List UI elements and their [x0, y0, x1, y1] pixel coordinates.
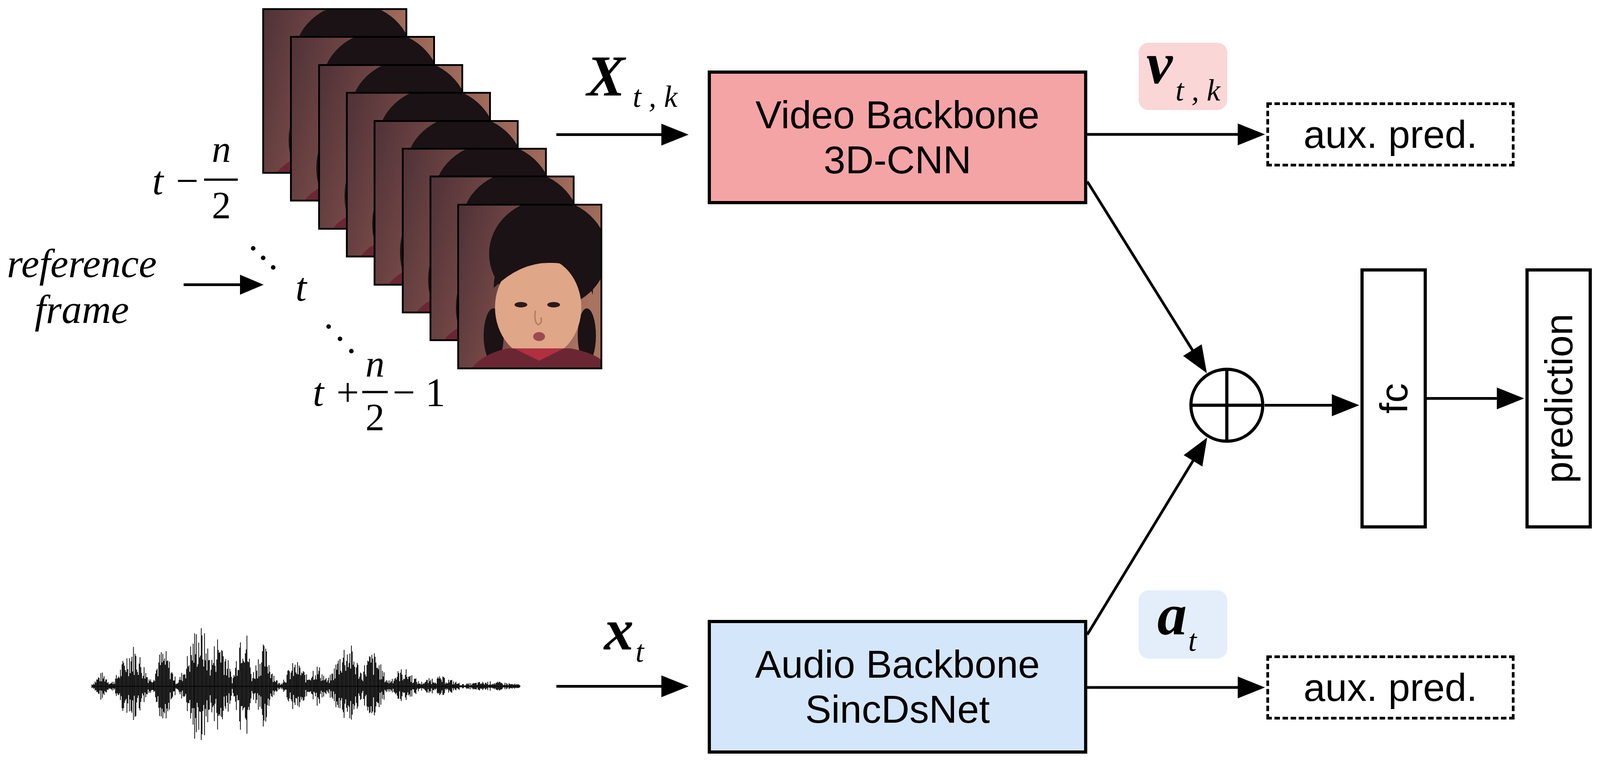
arrow-head	[661, 123, 689, 146]
arrow-head	[1331, 394, 1360, 416]
connector-line	[1264, 403, 1338, 407]
arrow-head	[1183, 344, 1207, 374]
arrow-head	[1331, 394, 1360, 416]
arrow-head	[1237, 123, 1265, 146]
fc-layer-box: fc	[1360, 268, 1427, 529]
connector-line	[1426, 396, 1503, 400]
aux-prediction-box: aux. pred.	[1266, 102, 1515, 167]
node-label: prediction	[1536, 313, 1582, 484]
math-symbol: t −	[152, 160, 201, 201]
math-symbol: n	[211, 130, 231, 169]
fraction-bar	[362, 390, 388, 394]
audio-waveform	[91, 627, 521, 740]
math-symbol: t , k	[1175, 75, 1221, 106]
connector-arrow	[1087, 394, 1360, 635]
input-arrow	[556, 675, 689, 697]
dot	[260, 255, 266, 260]
video-backbone-box: Video Backbone 3D-CNN	[707, 70, 1088, 205]
fraction-bar	[204, 178, 238, 181]
math-symbol: 2	[211, 186, 231, 225]
reference-arrow	[183, 274, 264, 295]
arrow-head	[1496, 387, 1525, 410]
math-symbol: 2	[365, 398, 385, 437]
math-symbol: X	[586, 47, 625, 105]
arrow-line	[183, 283, 246, 286]
arrow-line	[556, 684, 669, 688]
connector-line	[1087, 685, 1244, 689]
ellipsis-dots	[250, 245, 354, 354]
arrow-head	[1237, 676, 1265, 699]
dot	[326, 324, 331, 329]
video-frame-stack	[262, 3, 608, 370]
arrow-head	[661, 675, 689, 697]
dot	[270, 265, 276, 270]
node-label: fc	[1371, 383, 1417, 414]
sum-cross	[1225, 369, 1229, 441]
connector-arrow	[1087, 123, 1265, 146]
connector-line	[1264, 403, 1338, 407]
dot	[250, 245, 256, 251]
sum-circle	[1190, 369, 1263, 441]
math-symbol: a	[1157, 584, 1187, 644]
math-symbol: t +	[312, 372, 361, 413]
annotation-label: reference frame	[0, 240, 164, 332]
audio-backbone-box: Audio Backbone SincDsNet	[707, 619, 1088, 754]
node-label: aux. pred.	[1290, 111, 1491, 157]
math-symbol: v	[1146, 33, 1173, 93]
prediction-box: prediction	[1525, 268, 1592, 529]
video-frame	[457, 199, 608, 370]
math-symbol: − 1	[392, 372, 446, 413]
arrow-line	[556, 133, 669, 136]
connector-line	[1087, 133, 1244, 136]
sum-symbol	[1190, 369, 1263, 441]
math-symbol: t , k	[632, 81, 678, 112]
math-symbol: t	[295, 267, 307, 308]
connector-arrow	[1087, 181, 1360, 416]
node-label: aux. pred.	[1290, 664, 1491, 710]
math-symbol: t	[635, 635, 645, 667]
dot	[337, 336, 343, 341]
dot	[349, 348, 354, 354]
connector-arrow	[1087, 676, 1265, 699]
input-arrow	[556, 123, 689, 146]
connector-arrow	[1426, 387, 1525, 410]
aux-prediction-box: aux. pred.	[1266, 655, 1515, 720]
math-symbol: x	[604, 599, 634, 659]
connector-line	[1087, 181, 1196, 355]
arrow-head	[1183, 437, 1208, 467]
math-symbol: n	[365, 344, 385, 383]
arrow-head	[240, 274, 264, 295]
node-label: Video Backbone 3D-CNN	[710, 92, 1085, 183]
math-symbol: t	[1188, 625, 1197, 656]
node-label: Audio Backbone SincDsNet	[710, 641, 1085, 732]
